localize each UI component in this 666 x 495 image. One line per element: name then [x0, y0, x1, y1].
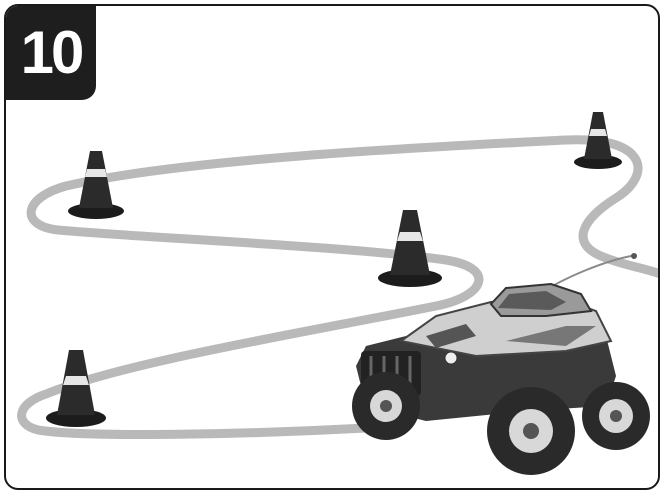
instruction-panel: 10 — [4, 4, 660, 490]
slalom-illustration — [6, 6, 660, 490]
rc-car-icon — [352, 253, 650, 475]
traffic-cone-icon — [378, 210, 442, 287]
